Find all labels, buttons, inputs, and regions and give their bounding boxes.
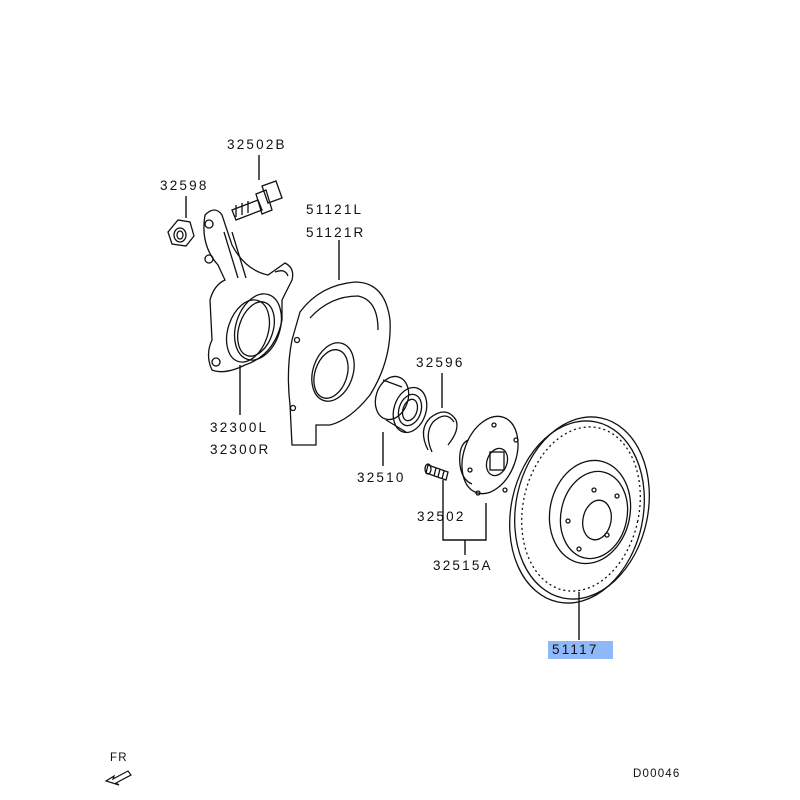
part-label-51121R[interactable]: 51121R xyxy=(306,225,366,240)
wheel-bearing-32510 xyxy=(374,375,428,434)
brake-disc-51117 xyxy=(509,416,650,604)
dust-shield-51121 xyxy=(287,281,391,446)
diagram-code: D00046 xyxy=(633,768,681,780)
part-label-51117-highlighted[interactable]: 51117 xyxy=(548,641,613,659)
part-label-32510[interactable]: 32510 xyxy=(357,470,406,485)
snap-ring-32596 xyxy=(422,411,458,453)
hub-bolt-32502 xyxy=(424,463,449,481)
part-label-32596[interactable]: 32596 xyxy=(416,355,465,370)
part-label-51121L[interactable]: 51121L xyxy=(306,202,364,217)
flange-bolt-32502B xyxy=(231,180,283,221)
part-label-32300R[interactable]: 32300R xyxy=(210,442,271,457)
part-label-32502B[interactable]: 32502B xyxy=(227,137,287,152)
part-label-32515A[interactable]: 32515A xyxy=(433,558,493,573)
part-label-32502[interactable]: 32502 xyxy=(417,509,466,524)
front-direction-arrow-icon xyxy=(104,770,132,786)
part-label-32598[interactable]: 32598 xyxy=(160,178,209,193)
wheel-hub-32515A xyxy=(459,415,519,496)
leader-lines xyxy=(185,155,580,640)
front-direction-label: FR xyxy=(110,752,128,764)
part-label-32300L[interactable]: 32300L xyxy=(210,420,269,435)
steering-knuckle-32300 xyxy=(203,209,294,373)
nut-32598 xyxy=(167,219,195,247)
